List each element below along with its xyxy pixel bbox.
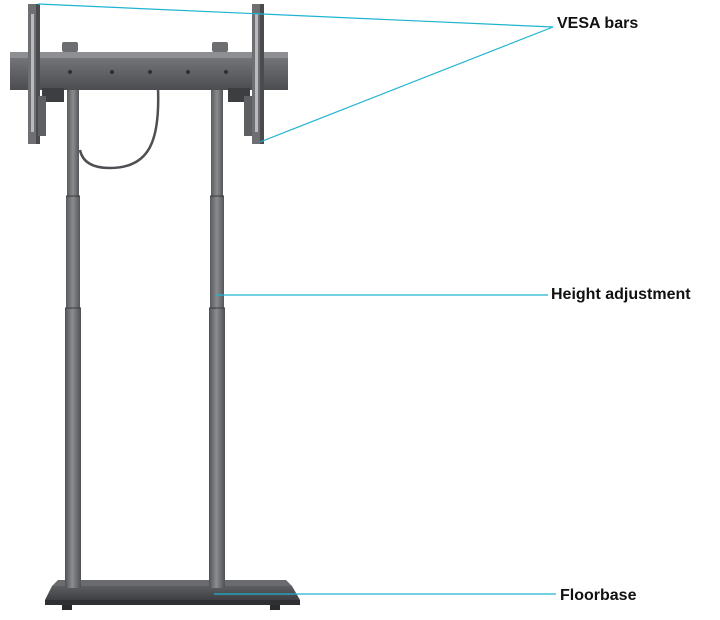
top-beam: [10, 42, 288, 102]
floorbase-label: Floorbase: [560, 587, 637, 604]
cable: [78, 87, 160, 170]
leader-lines: [37, 3, 556, 595]
right-column: [209, 90, 225, 588]
left-column: [65, 90, 81, 588]
floorbase: [45, 580, 300, 610]
height-adjustment-label: Height adjustment: [551, 286, 691, 303]
vesa-bar-right: [244, 4, 264, 144]
vesa-leader-left: [37, 3, 554, 28]
vesa-bars-label: VESA bars: [557, 15, 639, 32]
vesa-bar-left: [28, 4, 46, 144]
vesa-leader-right: [259, 26, 554, 143]
